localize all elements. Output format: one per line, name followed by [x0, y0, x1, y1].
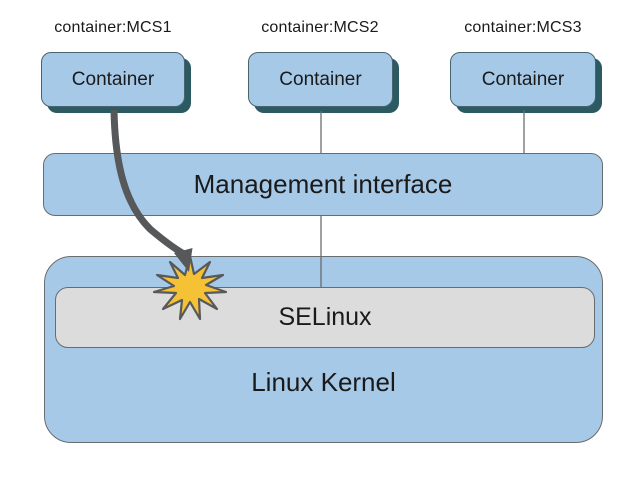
management-interface-text: Management interface	[193, 169, 453, 199]
container-node-mcs2-text: Container	[279, 68, 362, 90]
container-node-mcs3: Container	[450, 52, 596, 107]
management-interface-box: Management interface	[43, 153, 603, 216]
linux-kernel-box: Linux Kernel	[44, 256, 603, 443]
container-mcs1-label: container:MCS1	[54, 19, 172, 36]
container-node-mcs3-text: Container	[481, 68, 565, 90]
container-node-mcs2: Container	[248, 52, 393, 107]
selinux-text: SELinux	[278, 303, 372, 331]
container-node-mcs1: Container	[41, 52, 185, 107]
selinux-box: SELinux	[55, 287, 595, 348]
container-node-mcs1-text: Container	[71, 68, 155, 90]
container-mcs3-label: container:MCS3	[464, 19, 582, 36]
container-mcs2-label: container:MCS2	[261, 19, 379, 36]
linux-kernel-text: Linux Kernel	[251, 367, 396, 397]
